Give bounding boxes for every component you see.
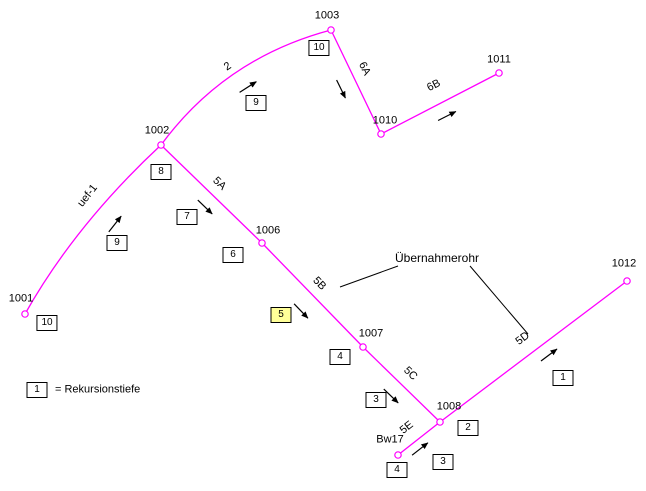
depth-box-5: 10 xyxy=(36,315,58,331)
node-label-1011: 1011 xyxy=(487,53,511,66)
depth-box-7: 6 xyxy=(222,247,244,263)
edge-5B xyxy=(261,242,364,348)
node-1006-icon xyxy=(258,239,266,247)
flow-arrow-2 xyxy=(239,81,257,93)
node-1008-icon xyxy=(436,418,444,426)
depth-box-3: 8 xyxy=(150,164,172,180)
node-Bw17-icon xyxy=(394,451,402,459)
node-1003-icon xyxy=(327,26,335,34)
flow-arrow-5E xyxy=(411,442,429,456)
edge-6A xyxy=(330,29,382,135)
edge-6B xyxy=(380,72,500,135)
depth-box-13: 3 xyxy=(432,454,454,470)
edge-5C xyxy=(362,346,441,423)
node-1011-icon xyxy=(495,69,503,77)
flow-arrow-5C xyxy=(383,388,399,404)
flow-arrow-uef-1 xyxy=(108,215,122,233)
depth-box-9: 4 xyxy=(329,349,351,365)
depth-box-12: 1 xyxy=(552,370,574,386)
flow-arrow-6B xyxy=(437,110,457,122)
flow-arrow-5B xyxy=(293,303,309,319)
annotation-leader-1 xyxy=(339,265,399,288)
flow-arrow-5D xyxy=(540,348,558,362)
node-label-1002: 1002 xyxy=(144,124,170,137)
node-1002-icon xyxy=(157,141,165,149)
depth-box-11: 2 xyxy=(457,420,479,436)
flow-arrow-5A xyxy=(197,199,213,215)
node-label-1008: 1008 xyxy=(436,400,462,413)
depth-box-4: 9 xyxy=(106,235,128,251)
node-label-1010: 1010 xyxy=(372,114,398,127)
depth-box-8: 5 xyxy=(270,307,292,323)
edge-5E xyxy=(397,421,441,456)
annotation-leader-2 xyxy=(469,265,529,335)
legend-label: = Rekursionstiefe xyxy=(55,383,141,396)
flow-arrow-6A xyxy=(336,79,346,99)
node-1007-icon xyxy=(359,343,367,351)
edge-2 xyxy=(160,29,332,146)
annotation-uebernahmerohr: Übernahmerohr xyxy=(394,251,480,265)
depth-box-2: 9 xyxy=(245,95,267,111)
node-1010-icon xyxy=(377,130,385,138)
depth-box-14: 4 xyxy=(386,462,408,478)
edge-uef-1 xyxy=(24,144,162,315)
node-label-Bw17: Bw17 xyxy=(376,433,404,446)
depth-box-6: 7 xyxy=(176,209,198,225)
node-label-1001: 1001 xyxy=(8,292,34,305)
node-1001-icon xyxy=(21,310,29,318)
node-label-1006: 1006 xyxy=(255,224,281,237)
node-1012-icon xyxy=(623,277,631,285)
node-label-1007: 1007 xyxy=(358,327,384,340)
depth-box-10: 3 xyxy=(365,392,387,408)
node-label-1003: 1003 xyxy=(314,9,340,22)
node-label-1012: 1012 xyxy=(611,257,637,270)
edge-5A xyxy=(160,144,263,244)
edge-5D xyxy=(439,280,628,423)
depth-box-1: 10 xyxy=(308,40,330,56)
legend-depth-box: 1 xyxy=(26,382,48,398)
